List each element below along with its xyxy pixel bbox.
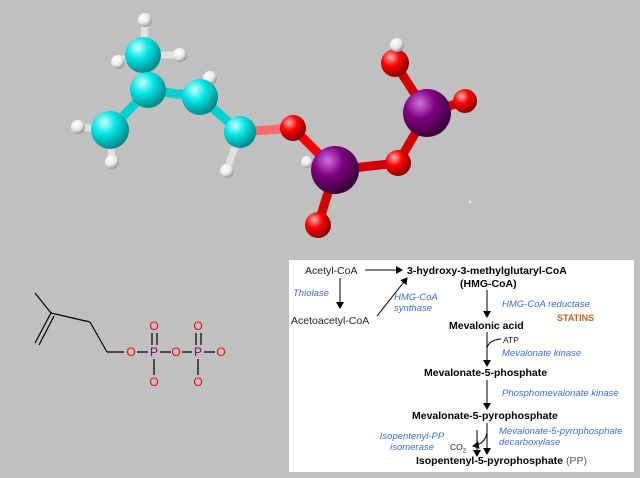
enzyme-isomerase-line2: isomerase <box>390 442 434 453</box>
enzyme-isomerase-line1: Isopentenyl-PP <box>379 431 445 442</box>
oxygen-label: O <box>171 345 180 359</box>
metabolite-hmg-coa: 3-hydroxy-3-methylglutaryl-CoA <box>407 265 567 277</box>
skeletal-formula <box>34 292 215 375</box>
cofactor-atp: ATP <box>503 335 519 345</box>
oxygen-atom <box>280 115 306 141</box>
enzyme-phosphomevalonate-kinase: Phosphomevalonate kinase <box>502 388 619 399</box>
metabolite-acetyl-coa: Acetyl-CoA <box>305 265 358 277</box>
hydrogen-atom <box>105 155 119 169</box>
metabolite-hmg-coa-abbrev: (HMG-CoA) <box>460 278 517 290</box>
oxygen-atom <box>453 89 477 113</box>
enzyme-decarboxylase-line2: decarboxylase <box>499 437 561 448</box>
pathway-arrows <box>336 266 502 457</box>
co2-subscript: 2 <box>462 448 467 455</box>
arrow-co2-branch <box>472 432 488 449</box>
oxygen-atom <box>305 212 331 238</box>
co2-text: CO <box>450 442 463 452</box>
phosphorus-atom <box>311 146 359 194</box>
enzyme-hmg-coa-synthase-line2: synthase <box>394 303 433 314</box>
hydrogen-atom <box>138 13 152 27</box>
enzyme-hmg-coa-synthase-line1: HMG-CoA <box>394 292 438 303</box>
speck <box>469 201 471 203</box>
atoms <box>71 13 477 238</box>
ball-and-stick-model <box>71 13 477 238</box>
oxygen-label: O <box>193 375 202 389</box>
metabolite-isopentenyl-pp: Isopentenyl-5-pyrophosphate (PP) <box>416 455 587 467</box>
ipp-name: Isopentenyl-5-pyrophosphate <box>416 455 564 467</box>
arrow-atp-branch <box>486 338 502 349</box>
metabolite-mevalonic-acid: Mevalonic acid <box>449 320 524 332</box>
carbon-atom <box>130 72 166 108</box>
metabolite-mevalonate-5-phosphate: Mevalonate-5-phosphate <box>424 367 548 379</box>
byproduct-co2: CO2 <box>450 441 466 458</box>
oxygen-atom <box>385 150 411 176</box>
statins-label: STATINS <box>557 313 595 323</box>
metabolite-mevalonate-5-pyrophosphate: Mevalonate-5-pyrophosphate <box>412 410 558 422</box>
ipp-abbrev: (PP) <box>565 455 587 467</box>
hydrogen-atom <box>111 55 125 69</box>
phosphorus-label: P <box>194 345 202 359</box>
carbon-atom <box>182 79 218 115</box>
carbon-atom <box>224 116 256 148</box>
hydrogen-atom <box>390 38 404 52</box>
carbon-atom <box>125 37 161 73</box>
phosphorus-atom <box>403 89 451 137</box>
carbon-atom <box>91 111 129 149</box>
hydrogen-atom <box>301 156 313 168</box>
skeletal-formula-atoms: O P O O O P O O O <box>126 319 225 389</box>
metabolite-acetoacetyl-coa: Acetoacetyl-CoA <box>291 315 370 327</box>
oxygen-label: O <box>149 375 158 389</box>
oxygen-label: O <box>126 345 135 359</box>
phosphorus-label: P <box>150 345 158 359</box>
oxygen-atom <box>381 49 409 77</box>
enzyme-thiolase: Thiolase <box>293 288 329 299</box>
enzyme-mevalonate-kinase: Mevalonate kinase <box>502 348 582 359</box>
hydrogen-atom <box>220 164 234 178</box>
enzyme-hmg-coa-reductase: HMG-CoA reductase <box>502 299 590 310</box>
enzyme-decarboxylase-line1: Mevalonate-5-pyrophosphate <box>499 426 623 437</box>
oxygen-label: O <box>149 319 158 333</box>
hydrogen-atom <box>71 120 85 134</box>
mevalonate-pathway-panel: Acetyl-CoA 3-hydroxy-3-methylglutaryl-Co… <box>289 260 634 472</box>
oxygen-label: O <box>193 319 202 333</box>
hydrogen-atom <box>173 48 187 62</box>
arrow-acetoacetyl-to-hmg <box>376 277 408 317</box>
oxygen-label: O <box>216 345 225 359</box>
